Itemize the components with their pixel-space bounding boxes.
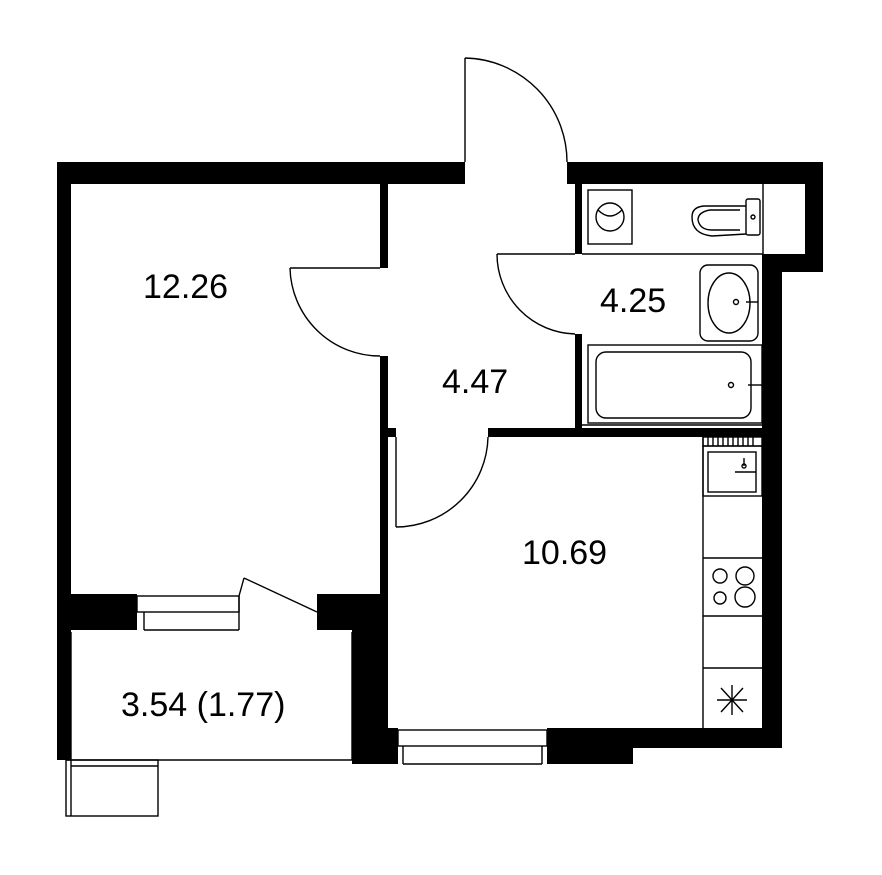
wall-room-hall-upper xyxy=(380,184,388,268)
sink-icon xyxy=(699,264,759,342)
bathroom-area-label: 4.25 xyxy=(600,282,666,320)
balcony-door xyxy=(238,577,318,613)
bathtub-icon xyxy=(587,344,763,424)
room-door xyxy=(289,267,381,357)
toilet-icon xyxy=(691,198,761,237)
wall-bath-kitchen xyxy=(488,428,782,437)
kitchen-area-label: 10.69 xyxy=(522,534,607,572)
balcony-area-label: 3.54 (1.77) xyxy=(121,686,285,724)
wall-top-right xyxy=(567,162,823,184)
kitchen-door xyxy=(395,436,489,528)
fridge-icon xyxy=(717,685,747,715)
window-kitchen xyxy=(397,729,548,747)
wall-room-hall-lower xyxy=(380,356,388,596)
doors xyxy=(238,57,576,613)
stove-icon xyxy=(712,566,756,608)
wall-right-lower xyxy=(762,254,782,748)
window-room xyxy=(136,595,240,613)
bathroom-door xyxy=(496,253,576,335)
walls xyxy=(57,162,823,764)
wall-right-upper xyxy=(805,162,823,272)
balcony-bottom-box xyxy=(65,759,159,817)
wall-hall-kitchen-stub xyxy=(388,428,396,437)
wall-kitchen-bottom-tail xyxy=(547,728,782,748)
room-area-label: 12.26 xyxy=(143,268,228,306)
hall-area-label: 4.47 xyxy=(442,363,508,401)
wall-kitchen-bottom-left xyxy=(352,728,398,764)
washing-machine-icon xyxy=(587,189,633,245)
wall-bath-left xyxy=(575,184,582,254)
thin-lines xyxy=(65,184,764,817)
wall-room-bottom-left xyxy=(57,594,137,630)
entrance-door xyxy=(464,57,568,163)
kitchen-sink-icon xyxy=(702,436,763,497)
wall-bath-left-lower xyxy=(575,334,582,434)
counter-divisions xyxy=(703,557,762,669)
wall-left xyxy=(57,162,71,760)
wall-top-left xyxy=(57,162,465,184)
